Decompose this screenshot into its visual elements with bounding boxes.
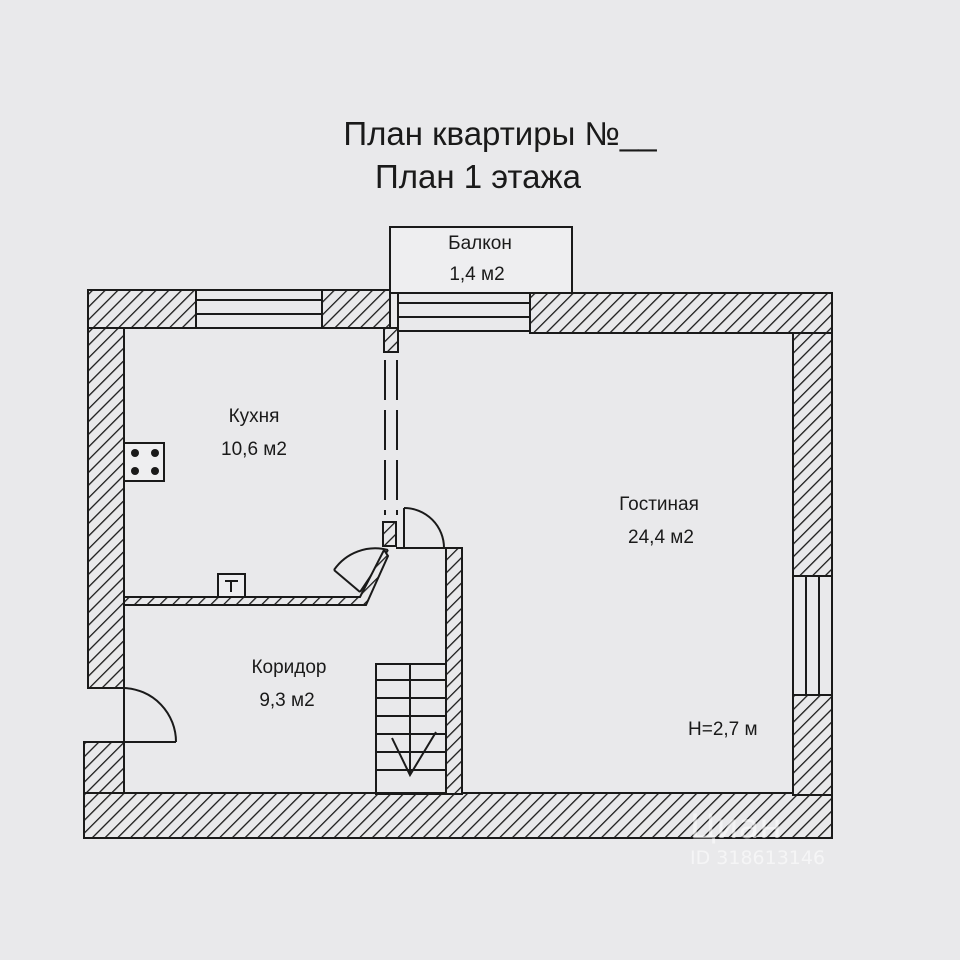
living-name: Гостиная — [619, 494, 699, 515]
kitchen-name: Кухня — [229, 406, 280, 427]
partition-corridor-living — [445, 547, 463, 795]
window-kitchen — [196, 289, 322, 329]
corridor-name: Коридор — [251, 657, 326, 678]
partition-kitchen-living — [382, 327, 399, 547]
corridor-area: 9,3 м2 — [259, 690, 314, 711]
balcony-area: 1,4 м2 — [449, 264, 504, 285]
window-living-right — [792, 576, 833, 695]
ceiling-height-label: H=2,7 м — [688, 719, 758, 740]
outer-wall — [83, 289, 833, 839]
partition-kitchen-corridor — [123, 548, 390, 606]
watermark-logo: Циан — [690, 807, 782, 847]
balcony-outline — [389, 226, 573, 294]
kitchen-area: 10,6 м2 — [221, 439, 287, 460]
plan-title: План квартиры №__ — [343, 115, 657, 152]
staircase — [375, 663, 447, 795]
entrance-door — [84, 687, 177, 743]
window-living-top — [397, 292, 530, 332]
door-living — [396, 507, 462, 549]
stove-icon — [123, 442, 165, 482]
living-area: 24,4 м2 — [628, 527, 694, 548]
watermark-id: ID 318613146 — [690, 847, 825, 869]
sink-icon — [217, 573, 246, 598]
balcony-name: Балкон — [448, 233, 512, 254]
plan-subtitle: План 1 этажа — [375, 158, 582, 195]
